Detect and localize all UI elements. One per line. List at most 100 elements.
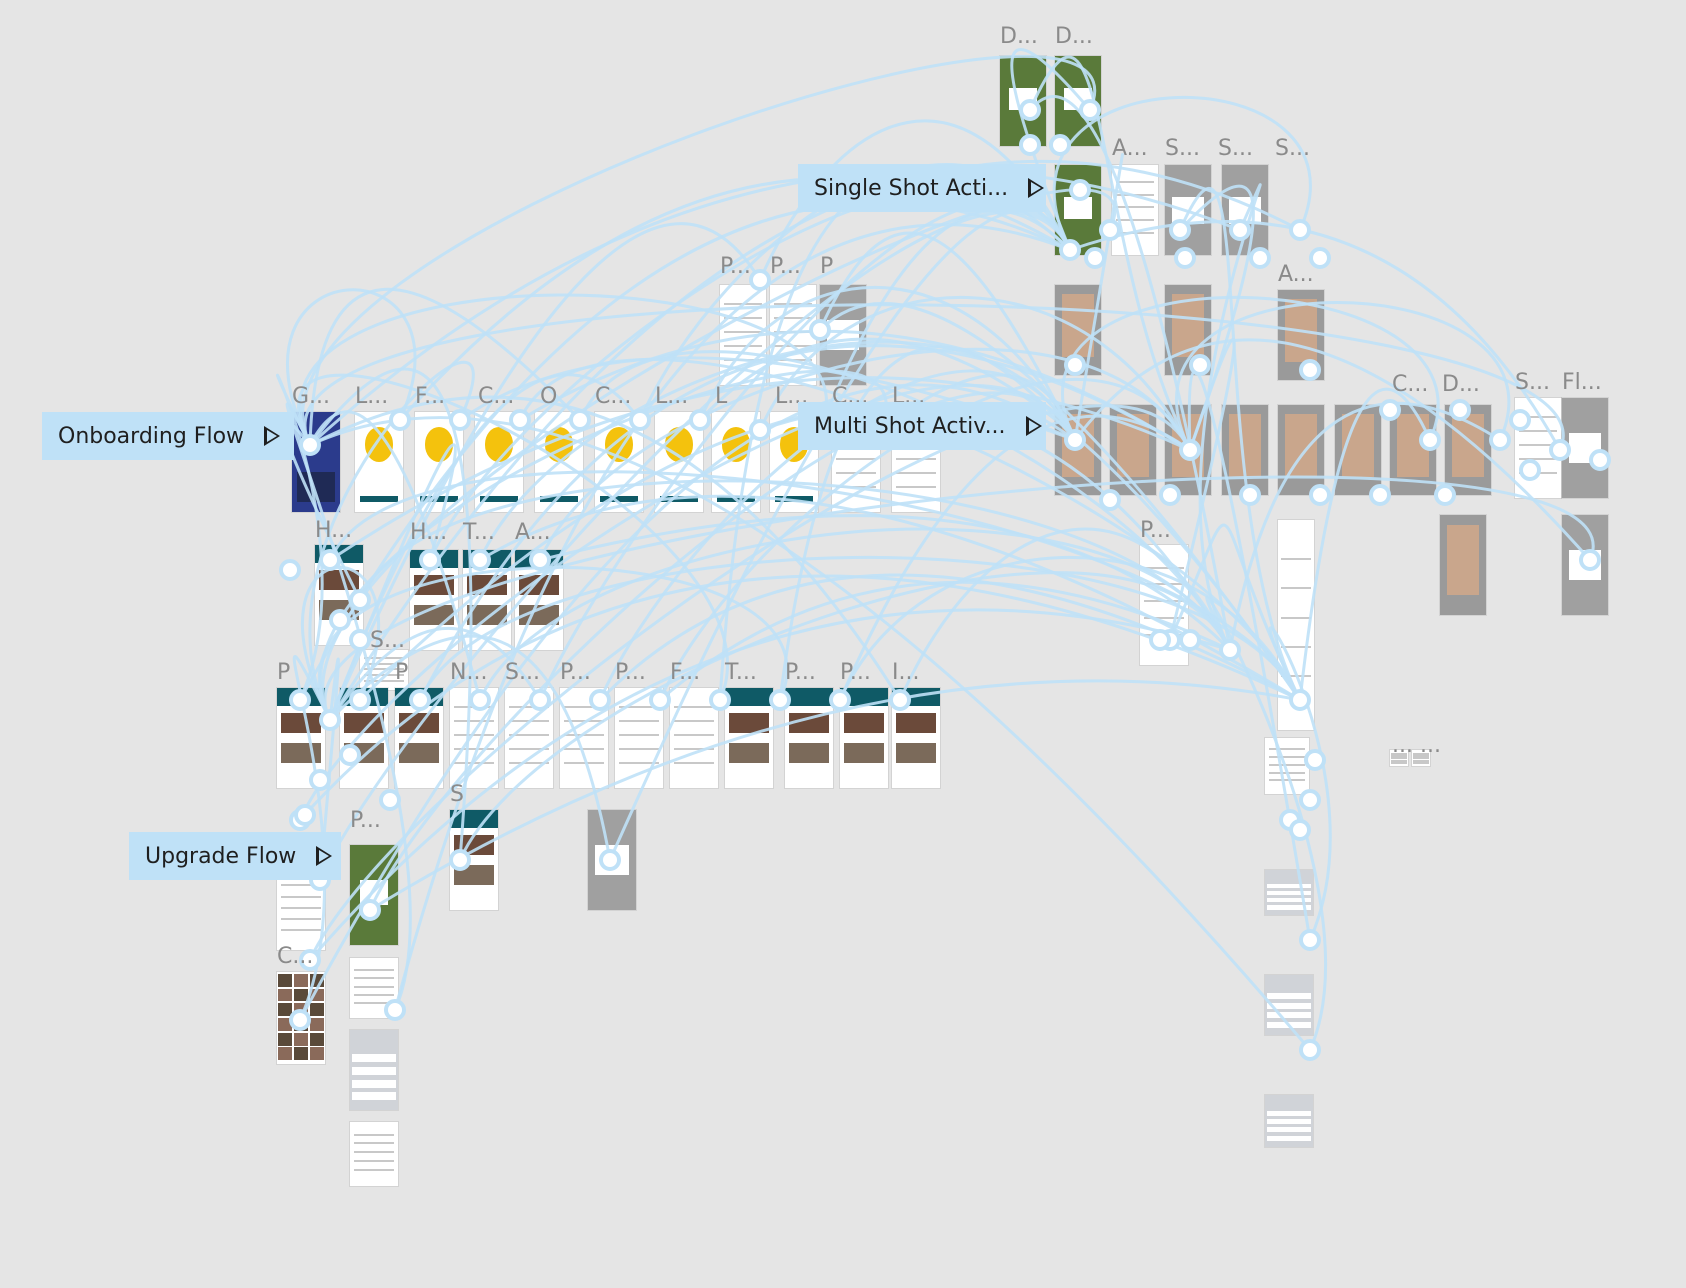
screen-frame[interactable] (595, 412, 643, 512)
screen-frame[interactable] (415, 412, 463, 512)
key-row (1267, 993, 1311, 999)
connection-node[interactable] (1289, 819, 1311, 841)
play-icon[interactable] (316, 846, 333, 866)
screen-frame[interactable] (350, 1122, 398, 1186)
screen-frame[interactable] (1562, 515, 1608, 615)
screen-frame[interactable] (1278, 290, 1324, 380)
play-icon[interactable] (264, 426, 281, 446)
flow-label: Onboarding Flow (58, 423, 245, 449)
screen-frame[interactable] (1055, 285, 1101, 375)
screen-frame[interactable] (1055, 56, 1101, 146)
screen-frame[interactable] (292, 412, 340, 512)
screen-frame[interactable] (560, 688, 608, 788)
screen-frame[interactable] (360, 650, 408, 690)
screen-frame[interactable] (277, 870, 325, 950)
screen-frame[interactable] (1110, 405, 1156, 495)
screen-frame[interactable] (475, 412, 523, 512)
screen-frame[interactable] (770, 285, 816, 385)
screen-frame[interactable] (1000, 56, 1046, 146)
screen-frame[interactable] (1445, 405, 1491, 495)
screen-frame[interactable] (315, 545, 363, 645)
screen-frame[interactable] (395, 688, 443, 788)
screen-frame[interactable] (892, 688, 940, 788)
screen-frame[interactable] (1165, 285, 1211, 375)
connection-node[interactable] (299, 949, 321, 971)
screen-frame[interactable] (350, 1030, 398, 1110)
screen-frame[interactable] (1055, 165, 1101, 255)
text-line (1518, 458, 1558, 460)
screen-frame[interactable] (1515, 398, 1561, 498)
screen-frame[interactable] (1222, 405, 1268, 495)
screen-frame[interactable] (1112, 165, 1158, 255)
screen-frame[interactable] (340, 688, 388, 788)
screen-frame[interactable] (725, 688, 773, 788)
flow-start-multi-shot[interactable]: Multi Shot Activ... (798, 402, 1046, 450)
screen-frame[interactable] (505, 688, 553, 788)
screen-frame[interactable] (712, 412, 760, 512)
connection-node[interactable] (294, 804, 316, 826)
screen-frame[interactable] (840, 688, 888, 788)
screen-frame[interactable] (355, 412, 403, 512)
play-icon[interactable] (1028, 178, 1045, 198)
connection-node[interactable] (1309, 247, 1331, 269)
connection-node[interactable] (379, 789, 401, 811)
screen-frame[interactable] (588, 810, 636, 910)
screen-frame[interactable] (450, 688, 498, 788)
screen-frame[interactable] (670, 688, 718, 788)
screen-frame[interactable] (1165, 405, 1211, 495)
text-line (563, 734, 605, 736)
screen-frame[interactable] (450, 810, 498, 910)
flow-start-upgrade[interactable]: Upgrade Flow (129, 832, 341, 880)
screen-frame[interactable] (1165, 165, 1211, 255)
screen-frame[interactable] (463, 550, 511, 650)
connection-node[interactable] (1489, 429, 1511, 451)
screen-frame[interactable] (535, 412, 583, 512)
screen-frame[interactable] (1390, 405, 1436, 495)
flow-start-onboarding[interactable]: Onboarding Flow (42, 412, 294, 460)
frame-label: Fl... (1562, 370, 1602, 395)
screen-frame[interactable] (350, 845, 398, 945)
screen-frame[interactable] (277, 972, 325, 1064)
screen-frame[interactable] (1265, 870, 1313, 915)
screen-frame[interactable] (720, 285, 766, 385)
flow-start-single-shot[interactable]: Single Shot Acti... (798, 164, 1046, 212)
screen-frame[interactable] (1055, 405, 1101, 495)
screen-frame[interactable] (615, 688, 663, 788)
screen-frame[interactable] (350, 958, 398, 1018)
screen-frame[interactable] (1265, 1095, 1313, 1147)
screen-frame[interactable] (1222, 165, 1268, 255)
screen-frame[interactable] (1265, 975, 1313, 1035)
screen-frame[interactable] (1390, 750, 1408, 766)
screen-frame[interactable] (515, 550, 563, 650)
screen-frame[interactable] (1278, 520, 1314, 730)
header-bar (450, 810, 498, 828)
connection-node[interactable] (289, 809, 311, 831)
connection-node[interactable] (279, 559, 301, 581)
text-line (1413, 761, 1429, 764)
play-icon[interactable] (1025, 416, 1042, 436)
photo-block (518, 575, 560, 595)
connection-node[interactable] (1299, 1039, 1321, 1061)
screen-frame[interactable] (410, 550, 458, 650)
connection-node[interactable] (1279, 809, 1301, 831)
text-line (563, 720, 605, 722)
screen-frame[interactable] (1335, 405, 1381, 495)
screen-frame[interactable] (1562, 398, 1608, 498)
screen-frame[interactable] (655, 412, 703, 512)
dialog-card (1228, 196, 1262, 224)
screen-frame[interactable] (820, 285, 866, 385)
photo-thumb (277, 973, 293, 987)
connection-node[interactable] (1289, 219, 1311, 241)
screen-frame[interactable] (1440, 515, 1486, 615)
screen-frame[interactable] (1412, 750, 1430, 766)
prototype-connection (698, 337, 1302, 701)
screen-frame[interactable] (1140, 545, 1188, 665)
text-line (363, 657, 405, 660)
screen-frame[interactable] (1278, 405, 1324, 495)
screen-frame[interactable] (1265, 738, 1309, 794)
screen-frame[interactable] (277, 688, 325, 788)
connection-node[interactable] (1299, 929, 1321, 951)
screen-frame[interactable] (785, 688, 833, 788)
connection-node[interactable] (1219, 639, 1241, 661)
